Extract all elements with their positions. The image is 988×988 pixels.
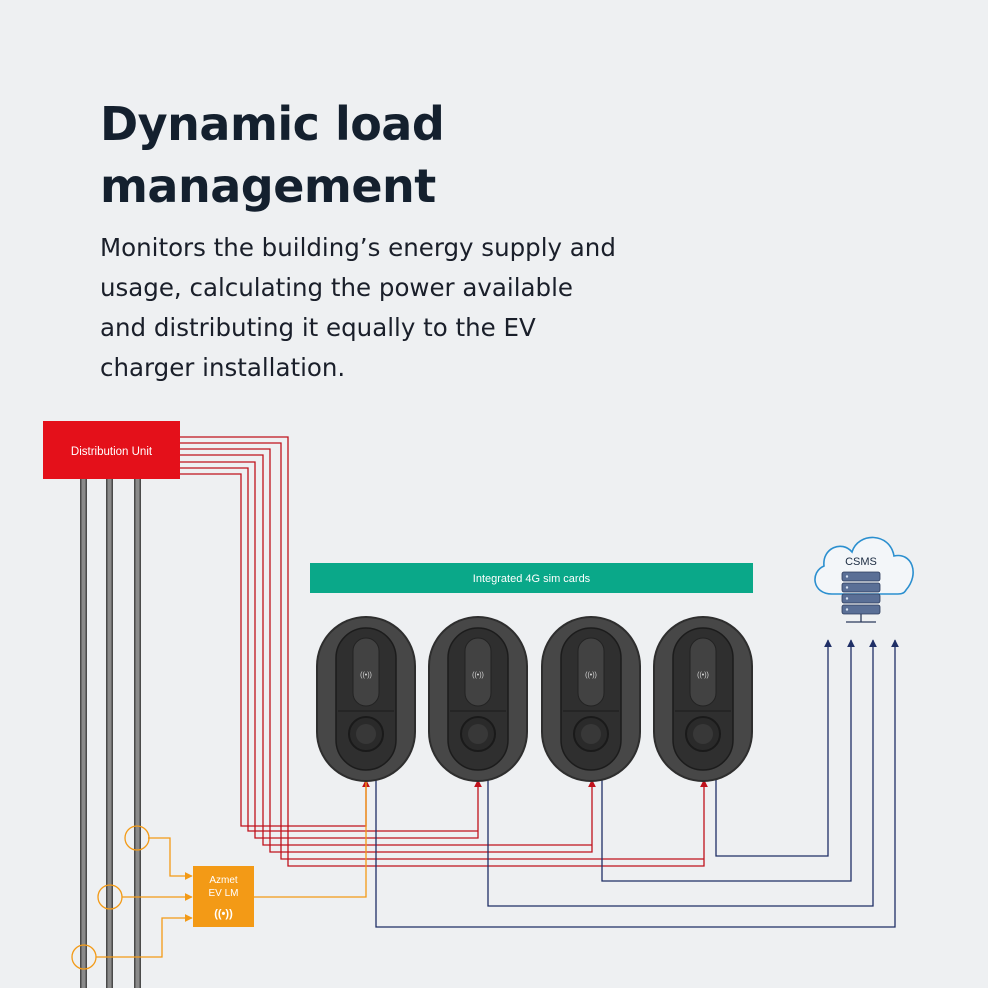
sim-banner: Integrated 4G sim cards bbox=[310, 563, 753, 593]
charger-group: ((•)) ((•)) ((•)) bbox=[316, 616, 753, 782]
data-lines bbox=[375, 639, 899, 928]
load-manager-label-line1: Azmet bbox=[209, 875, 238, 886]
distribution-unit-label: Distribution Unit bbox=[71, 446, 153, 458]
csms-label: CSMS bbox=[845, 556, 877, 568]
server-icon bbox=[841, 571, 881, 623]
wireless-icon: ((•)) bbox=[214, 908, 233, 920]
ev-charger: ((•)) bbox=[541, 616, 641, 782]
rfid-icon: ((•)) bbox=[360, 672, 372, 679]
rfid-icon: ((•)) bbox=[697, 672, 709, 679]
rfid-icon: ((•)) bbox=[585, 672, 597, 679]
ev-charger: ((•)) bbox=[653, 616, 753, 782]
sim-banner-label: Integrated 4G sim cards bbox=[473, 573, 591, 585]
ev-charger: ((•)) bbox=[428, 616, 528, 782]
sensor-lines bbox=[71, 782, 367, 970]
distribution-unit: Distribution Unit bbox=[43, 421, 180, 479]
page-description: Monitors the building’s energy supply an… bbox=[100, 233, 616, 382]
ev-charger: ((•)) bbox=[316, 616, 416, 782]
cloud-icon bbox=[814, 536, 914, 595]
load-manager: Azmet EV LM ((•)) bbox=[193, 866, 254, 927]
power-lines bbox=[180, 436, 708, 867]
csms-cloud: CSMS bbox=[814, 536, 914, 623]
load-manager-label-line2: EV LM bbox=[208, 888, 238, 899]
supply-cables bbox=[80, 478, 141, 988]
rfid-icon: ((•)) bbox=[472, 672, 484, 679]
page-title: Dynamic load management bbox=[100, 97, 445, 213]
